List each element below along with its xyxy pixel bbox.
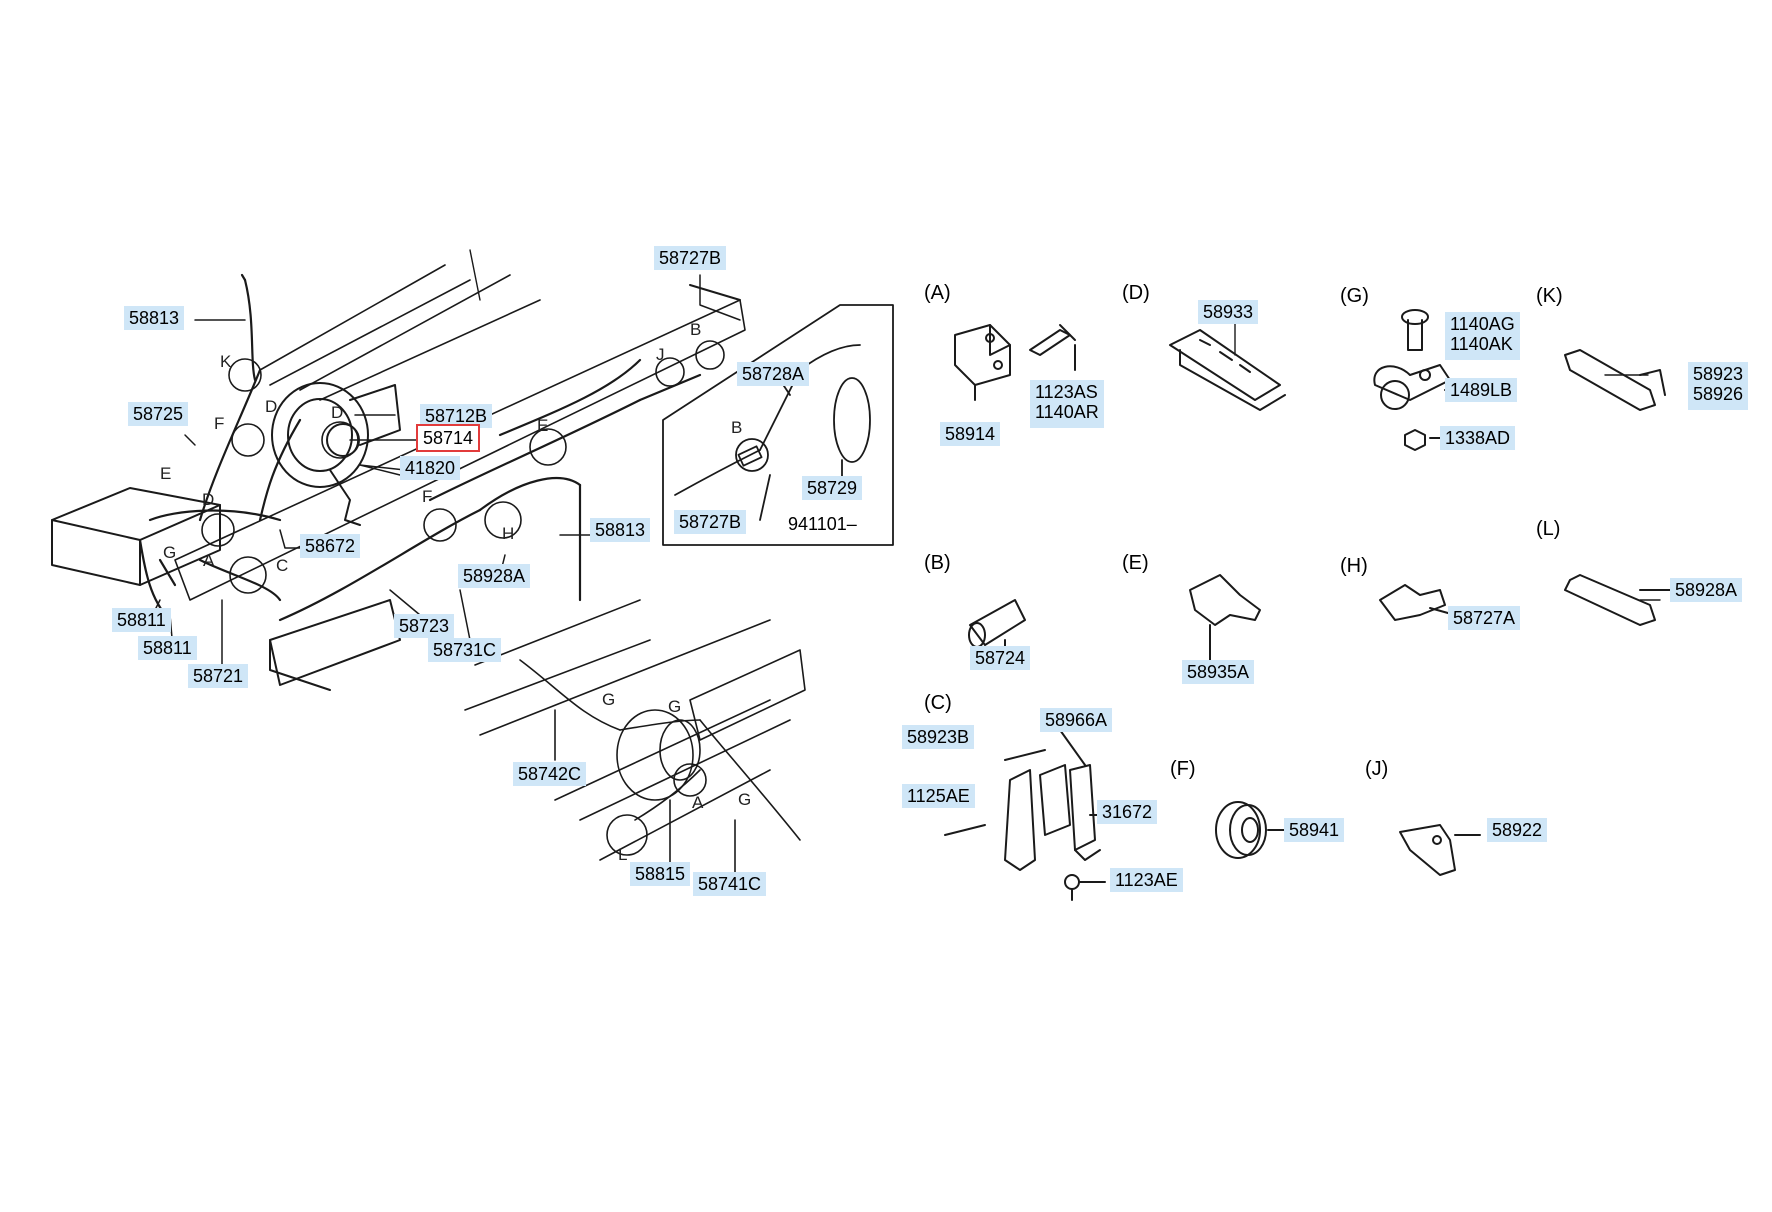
part-58922-bracket [1399,824,1481,876]
section-g-label: (G) [1340,285,1369,307]
part-label-58922[interactable]: 58922 [1487,818,1548,842]
part-58933-clip [1169,329,1286,411]
detail-letter: C [276,556,289,575]
part-label-1123AE[interactable]: 1123AE [1110,868,1183,892]
detail-letter: A [203,551,215,570]
part-label-58815[interactable]: 58815 [630,862,691,886]
part-label-58712B[interactable]: 58712B [420,404,493,428]
section-h-label: (H) [1340,555,1368,577]
detail-letter: F [214,414,225,433]
part-label-58923-58926[interactable]: 58923 58926 [1688,362,1749,410]
part-label-1123AS-1140AR[interactable]: 1123AS 1140AR [1030,380,1104,428]
part-label-58941[interactable]: 58941 [1284,818,1345,842]
part-label-1125AE[interactable]: 1125AE [902,784,975,808]
detail-letter: L [618,845,628,864]
section-l-label: (L) [1536,518,1561,540]
part-label-58928A-L[interactable]: 58928A [1670,578,1743,602]
part-label-58811[interactable]: 58811 [138,636,197,660]
part-label-58935A[interactable]: 58935A [1182,660,1255,684]
detail-letter: G [163,543,177,562]
part-label-58914[interactable]: 58914 [940,422,1001,446]
part-58935A-clip [1189,574,1261,666]
detail-letter: E [160,464,172,483]
frame-rails [51,249,746,691]
section-f-label: (F) [1170,758,1196,780]
part-58914-block [954,324,1076,401]
part-label-58933[interactable]: 58933 [1198,300,1259,324]
section-j-label: (J) [1365,758,1389,780]
detail-letter: D [202,490,215,509]
detail-letter: G [668,697,682,716]
part-label-58714-highlighted[interactable]: 58714 [415,424,481,452]
part-label-58729[interactable]: 58729 [802,476,863,500]
part-label-58727B-inset[interactable]: 58727B [674,510,747,534]
part-label-58725[interactable]: 58725 [128,402,189,426]
detail-letter: F [422,487,433,506]
part-label-58923B[interactable]: 58923B [902,725,975,749]
booster-assembly [271,382,401,526]
part-label-58731C[interactable]: 58731C [428,638,502,662]
part-k-bracket [1564,349,1666,411]
detail-letter: K [220,352,232,371]
rear-assembly [464,599,806,881]
part-58928A-plate [1564,574,1671,626]
detail-letter: H [502,524,515,543]
part-label-31672[interactable]: 31672 [1097,800,1158,824]
inset-code: 941101– [788,514,857,534]
part-number: 1140AG [1450,314,1515,334]
part-number: 58926 [1693,384,1744,404]
detail-letter: J [656,345,665,364]
brake-lines-main [138,273,702,622]
part-label-58811[interactable]: 58811 [112,608,171,632]
detail-letter: G [738,790,752,809]
section-e-label: (E) [1122,552,1149,574]
part-58941-grommet [1215,801,1291,859]
part-label-58723[interactable]: 58723 [394,614,455,638]
section-a-label: (A) [924,282,951,304]
part-label-58721[interactable]: 58721 [188,664,249,688]
part-number: 58923 [1693,364,1744,384]
section-k-label: (K) [1536,285,1563,307]
part-label-1338AD[interactable]: 1338AD [1440,426,1516,450]
part-label-58727B[interactable]: 58727B [654,246,727,270]
inset-box [662,304,894,546]
part-number: 1140AK [1450,334,1513,354]
part-58727A-clip [1379,584,1456,621]
part-label-41820[interactable]: 41820 [400,456,461,480]
detail-circles-main [201,340,725,594]
section-c-label: (C) [924,692,952,714]
part-label-1140AG-1140AK[interactable]: 1140AG 1140AK [1445,312,1520,360]
part-c-bracket [944,729,1106,901]
part-label-58672[interactable]: 58672 [300,534,361,558]
part-label-58741C[interactable]: 58741C [693,872,767,896]
part-label-58728A[interactable]: 58728A [737,362,810,386]
part-label-58966A[interactable]: 58966A [1040,708,1113,732]
part-label-58727A[interactable]: 58727A [1448,606,1521,630]
part-label-1489LB[interactable]: 1489LB [1445,378,1518,402]
detail-letter: B [690,320,702,339]
detail-letter: G [602,690,616,709]
detail-letter: D [331,403,344,422]
part-label-58813[interactable]: 58813 [590,518,651,542]
part-label-58928A[interactable]: 58928A [458,564,531,588]
detail-letter: E [537,416,549,435]
part-number: 1123AS [1035,382,1098,402]
part-label-58813[interactable]: 58813 [124,306,185,330]
detail-letter: B [731,418,743,437]
section-d-label: (D) [1122,282,1150,304]
detail-letter: A [692,793,704,812]
detail-letter: D [265,397,278,416]
part-label-58724[interactable]: 58724 [970,646,1031,670]
part-label-58742C[interactable]: 58742C [513,762,587,786]
section-b-label: (B) [924,552,951,574]
part-number: 1140AR [1035,402,1099,422]
